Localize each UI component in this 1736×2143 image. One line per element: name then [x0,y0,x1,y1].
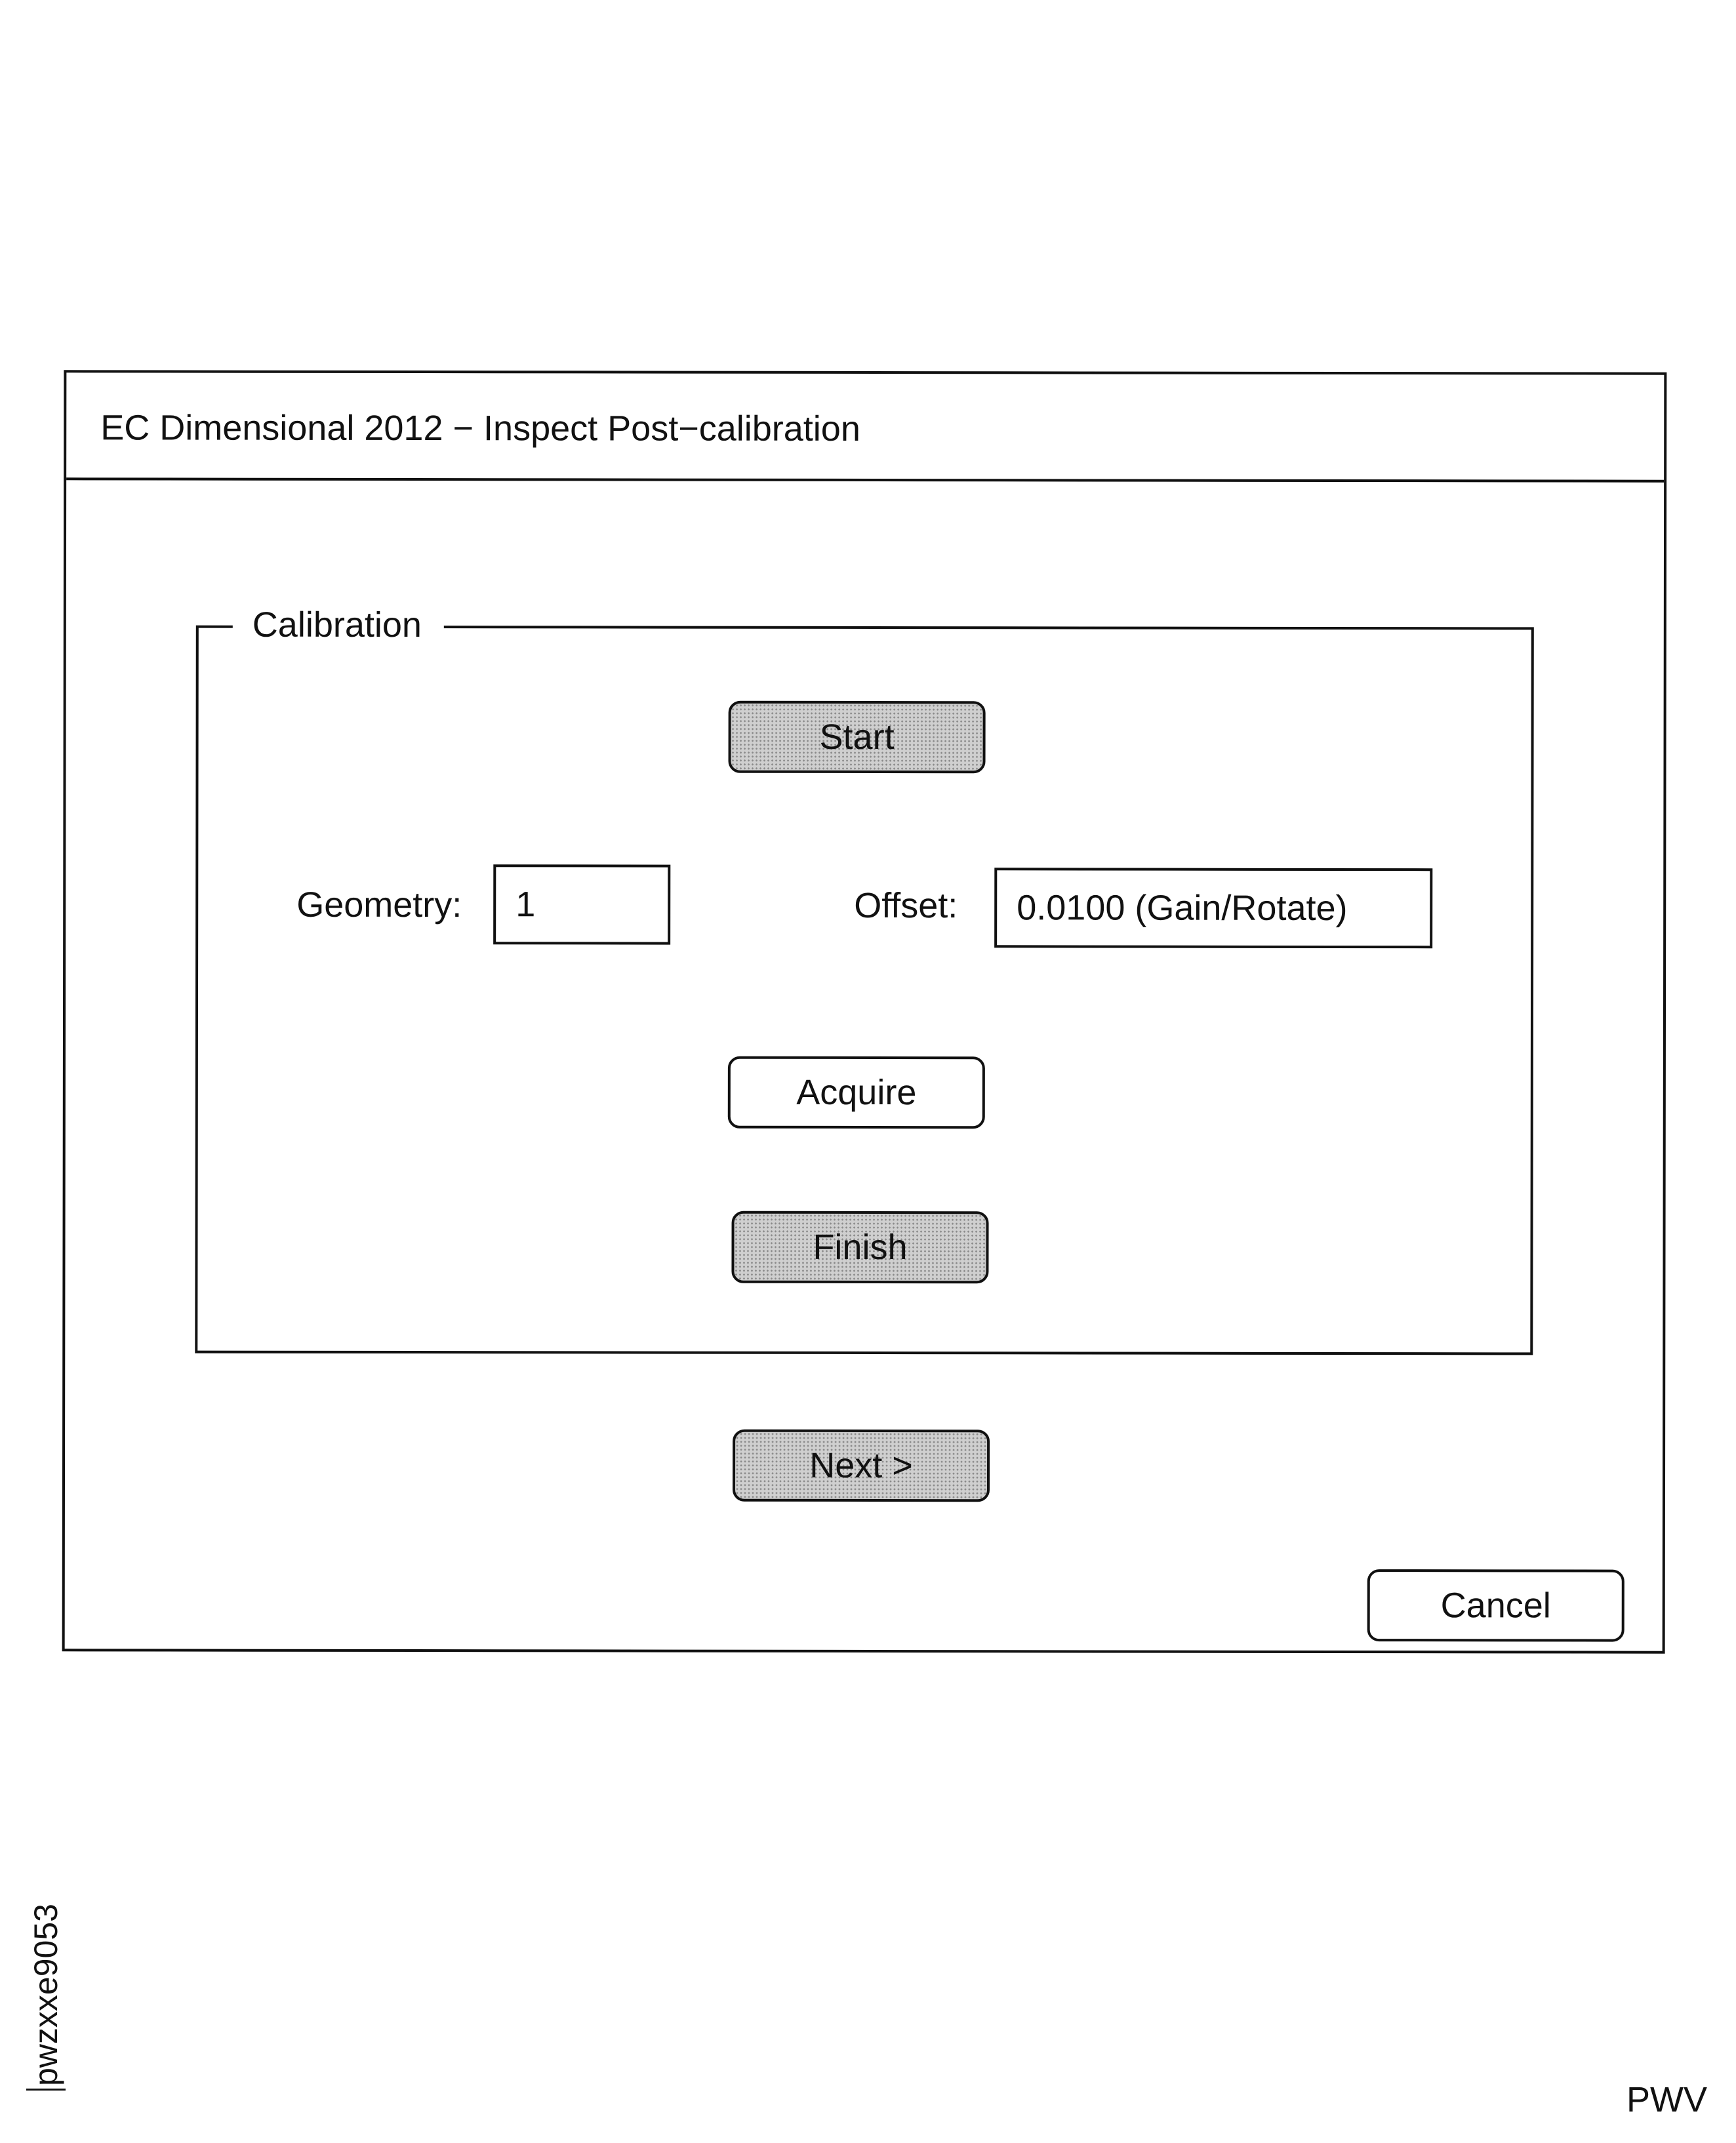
calibration-group-label: Calibration [232,603,445,647]
start-button[interactable]: Start [728,700,986,774]
cancel-button[interactable]: Cancel [1367,1569,1625,1642]
calibration-group: Calibration Start Geometry: 1 Offset: 0.… [195,603,1534,1355]
corner-mark: PWV [1626,2080,1707,2119]
title-bar: EC Dimensional 2012 − Inspect Post−calib… [66,372,1665,483]
finish-button[interactable]: Finish [731,1211,989,1284]
geometry-label: Geometry: [296,885,462,925]
figure-code: pwzxxe9053 [26,1904,66,2091]
geometry-field[interactable]: 1 [493,864,671,945]
next-button[interactable]: Next > [732,1429,990,1502]
dialog-window: EC Dimensional 2012 − Inspect Post−calib… [62,370,1667,1654]
offset-label: Offset: [854,885,958,926]
window-title: EC Dimensional 2012 − Inspect Post−calib… [100,408,860,449]
offset-field[interactable]: 0.0100 (Gain/Rotate) [994,868,1433,949]
acquire-button[interactable]: Acquire [727,1056,985,1129]
